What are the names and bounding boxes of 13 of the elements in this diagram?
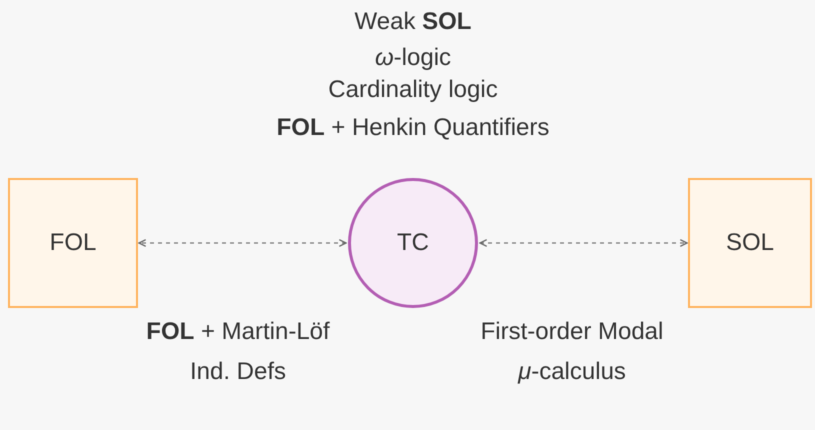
logic-label: First-order Modal μ-calculus bbox=[480, 317, 664, 387]
dashed-arrow bbox=[138, 239, 347, 247]
logic-label: Cardinality logic bbox=[327, 75, 499, 105]
logic-label: Weak SOL bbox=[354, 7, 472, 37]
dashed-arrow bbox=[479, 239, 688, 247]
logic-box bbox=[688, 178, 812, 308]
logic-label: ω-logic bbox=[374, 43, 452, 73]
logic-label: FOL + Henkin Quantifiers bbox=[276, 113, 550, 143]
logic-box bbox=[8, 178, 138, 308]
node-label: SOL bbox=[726, 228, 774, 258]
logic-label: FOL + Martin-Löf Ind. Defs bbox=[145, 317, 331, 387]
node-label: FOL bbox=[50, 228, 96, 258]
node-label: TC bbox=[397, 228, 429, 258]
